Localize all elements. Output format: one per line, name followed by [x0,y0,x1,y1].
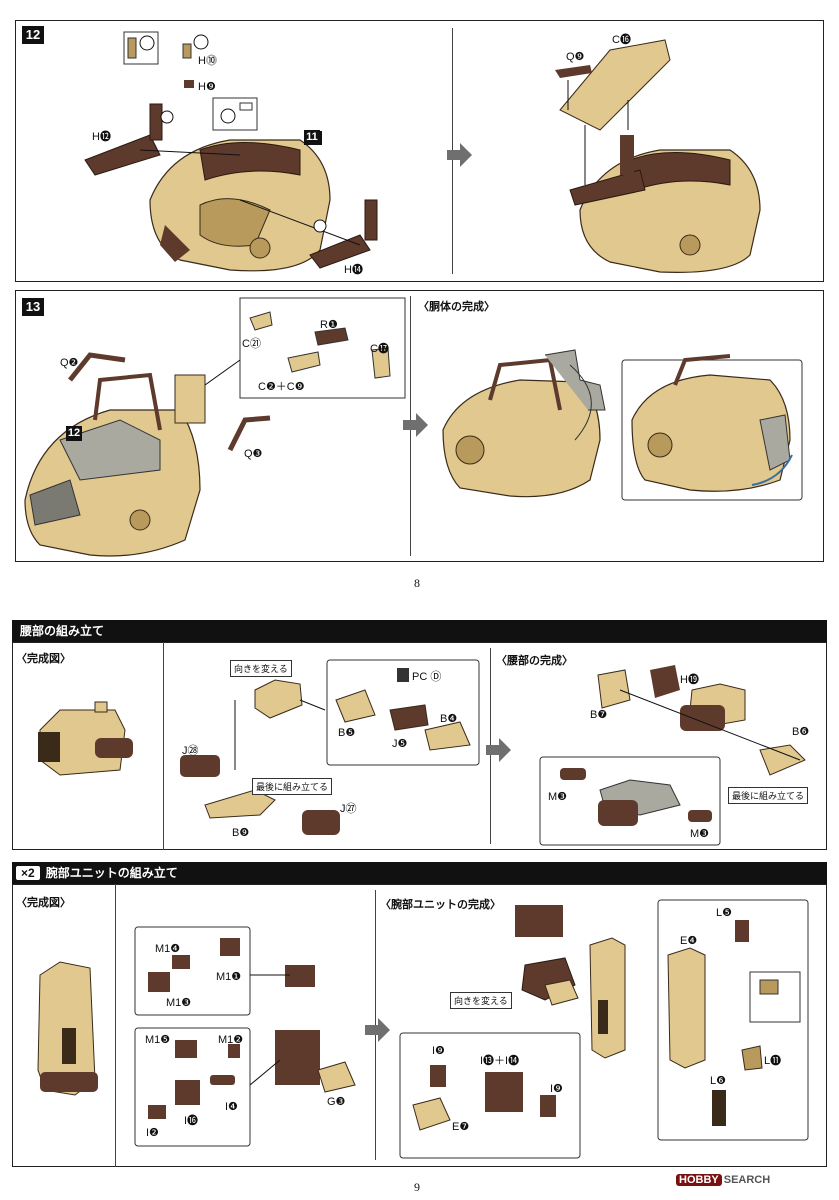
label-h9: H❾ [198,81,216,93]
watermark-brand: HOBBY [676,1174,722,1186]
label-m12: M1❷ [218,1034,244,1046]
waist-assemble-last-tag-2: 最後に組み立てる [728,787,809,804]
label-b6: B❻ [792,726,810,738]
page-number-8: 8 [414,576,420,590]
arm-section-header: ×2 腕部ユニットの組み立て [12,862,827,884]
page-number-9: 9 [414,1180,420,1194]
watermark-suffix: SEARCH [723,1174,771,1186]
label-m3-left: M❸ [548,791,568,803]
waist-assemble-last-tag: 最後に組み立てる [252,778,333,795]
label-b4: B❹ [440,713,458,725]
step-12-number: 12 [22,26,44,44]
label-i16: I⓰ [184,1115,199,1127]
label-b7: B❼ [590,709,608,721]
label-i4: I❹ [225,1101,238,1113]
step-12-panel [15,20,824,282]
label-l5: L❺ [716,907,732,919]
label-m3-right: M❸ [690,828,710,840]
label-q2: Q❷ [60,357,79,369]
label-i2: I❷ [146,1127,159,1139]
label-h12: H⓬ [92,131,111,143]
label-c16: C⓰ [612,34,631,46]
label-i13-i14: I⓭＋I⓮ [480,1055,520,1067]
label-b5: B❺ [338,727,356,739]
step-13-number: 13 [22,298,44,316]
arm-change-direction-tag: 向きを変える [450,992,512,1009]
arm-divider-1 [115,884,116,1167]
arm-complete-title: 〈腕部ユニットの完成〉 [380,899,501,911]
waist-divider-2 [490,648,491,844]
label-q9: Q❾ [566,51,585,63]
label-l11: L⓫ [764,1055,782,1067]
label-m11: M1❶ [216,971,242,983]
label-q3: Q❸ [244,448,263,460]
arm-section-title: 腕部ユニットの組み立て [45,866,178,880]
label-e4: E❹ [680,935,698,947]
label-j5: J❺ [392,738,408,750]
step-13-panel [15,290,824,562]
arm-complete-view-title: 〈完成図〉 [16,897,71,909]
waist-complete-view-title: 〈完成図〉 [16,653,71,665]
label-c17: C⓱ [370,343,389,355]
label-m15: M1❺ [145,1034,171,1046]
label-h19: H⓳ [680,674,699,686]
label-c21: C㉑ [242,338,261,350]
waist-divider-1 [163,642,164,850]
label-l6: L❻ [710,1075,726,1087]
label-j27: J㉗ [340,803,357,815]
label-i9-right: I❾ [550,1083,563,1095]
label-b9: B❾ [232,827,250,839]
label-g3: G❸ [327,1096,346,1108]
torso-complete-title: 〈胴体の完成〉 [418,301,495,313]
label-e7: E❼ [452,1121,470,1133]
step-13-divider [410,296,411,556]
step-12-divider [452,28,453,274]
ref-step-11: 11 [304,130,320,145]
waist-section-header: 腰部の組み立て [12,620,827,642]
arm-divider-2 [375,890,376,1160]
label-j28: J㉘ [182,745,199,757]
label-m14: M1❹ [155,943,181,955]
waist-complete-title: 〈腰部の完成〉 [496,655,573,667]
label-h14: H⓮ [344,264,363,276]
ref-step-12: 12 [66,426,82,441]
label-c2-c9: C❷＋C❾ [258,381,305,393]
label-m13: M1❸ [166,997,192,1009]
label-i9-left: I❾ [432,1045,445,1057]
label-pcd: PC Ⓓ [412,671,442,683]
label-h10: H⓾ [198,55,217,67]
arm-multiplier-badge: ×2 [16,866,40,880]
label-r1: R❶ [320,319,338,331]
arm-panel [12,884,827,1167]
waist-change-direction-tag: 向きを変える [230,660,292,677]
